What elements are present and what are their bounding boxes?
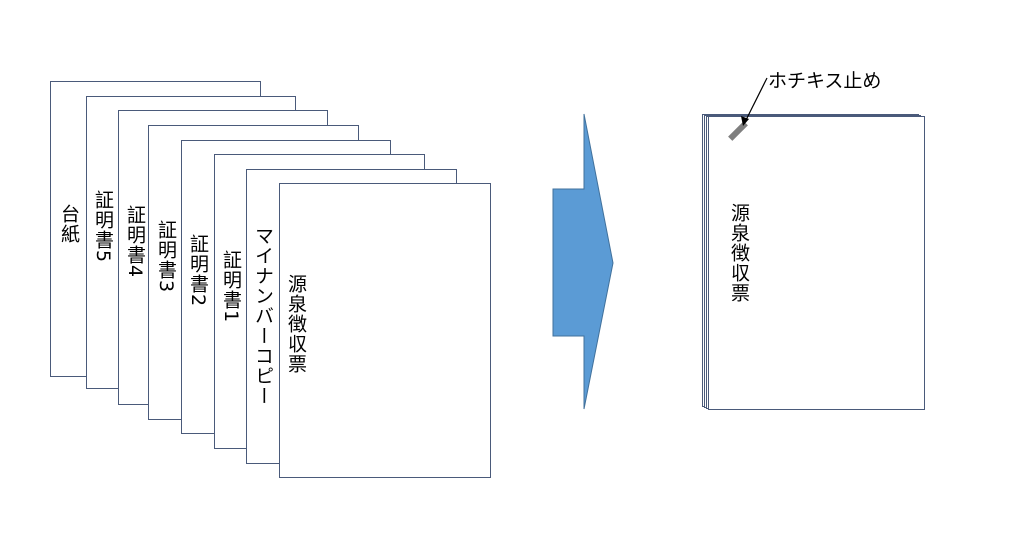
label-withholding-slip: 源泉徴収票 [285,274,307,374]
callout-arrowhead [741,116,749,126]
label-certificate-4: 証明書4 [124,205,146,279]
label-my-number-copy: マイナンバーコピー [252,226,274,406]
label-backing: 台紙 [58,204,80,244]
staple-icon [728,121,748,141]
label-certificate-1: 証明書1 [220,250,242,324]
sheet-withholding-slip [279,183,491,478]
label-certificate-3: 証明書3 [155,220,177,294]
bundle-label: 源泉徴収票 [728,203,750,303]
label-certificate-5: 証明書5 [92,190,114,264]
callout-line [744,77,768,123]
bundle-sheet-front [708,116,925,410]
staple-caption: ホチキス止め [768,70,882,92]
label-certificate-2: 証明書2 [187,234,209,308]
